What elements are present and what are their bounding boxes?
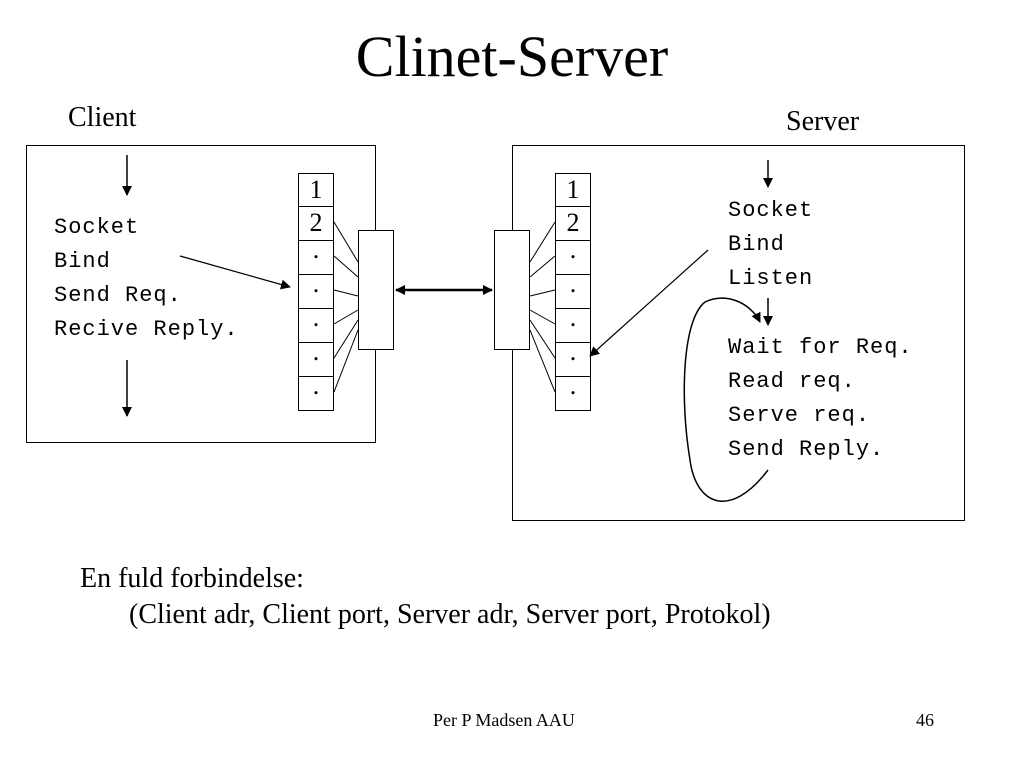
client-slot: 2 <box>298 207 334 241</box>
client-steps: Socket Bind Send Req. Recive Reply. <box>54 211 239 347</box>
client-port-table: 1 2 . . . . . <box>298 173 334 411</box>
client-fan-lines <box>333 221 359 393</box>
server-loop-arrow <box>683 297 769 502</box>
server-loop-step: Wait for Req. <box>728 335 913 360</box>
client-step: Recive Reply. <box>54 317 239 342</box>
client-step: Socket <box>54 215 140 240</box>
client-label: Client <box>68 102 137 133</box>
client-slot: . <box>298 373 334 411</box>
client-slot: . <box>298 305 334 343</box>
client-socket <box>358 230 394 350</box>
server-socket <box>494 230 530 350</box>
client-slot: . <box>298 237 334 275</box>
server-loop-step: Serve req. <box>728 403 871 428</box>
server-loop-step: Send Reply. <box>728 437 885 462</box>
client-step: Send Req. <box>54 283 182 308</box>
server-port-table: 1 2 . . . . . <box>555 173 591 411</box>
server-slot: 2 <box>555 207 591 241</box>
client-step: Bind <box>54 249 111 274</box>
page-number: 46 <box>916 710 934 730</box>
server-slot: 1 <box>555 173 591 207</box>
server-step: Bind <box>728 232 785 257</box>
server-setup-steps: Socket Bind Listen <box>728 194 813 296</box>
server-listen-arrow <box>589 249 709 357</box>
client-slot: 1 <box>298 173 334 207</box>
connection-heading: En fuld forbindelse: <box>80 563 304 594</box>
client-slot: . <box>298 339 334 377</box>
connection-tuple: (Client adr, Client port, Server adr, Se… <box>129 599 771 630</box>
server-loop-steps: Wait for Req. Read req. Serve req. Send … <box>728 331 913 467</box>
server-loop-step: Read req. <box>728 369 856 394</box>
footer-author: Per P Madsen AAU <box>433 710 575 730</box>
server-slot: . <box>555 271 591 309</box>
server-step: Socket <box>728 198 814 223</box>
server-slot: . <box>555 237 591 275</box>
server-step: Listen <box>728 266 814 291</box>
server-slot: . <box>555 339 591 377</box>
server-slot: . <box>555 305 591 343</box>
server-slot: . <box>555 373 591 411</box>
client-bind-arrow <box>179 255 291 290</box>
slide-title: Clinet-Server <box>355 24 669 89</box>
server-fan-lines <box>529 221 556 393</box>
client-slot: . <box>298 271 334 309</box>
server-label: Server <box>786 106 860 137</box>
